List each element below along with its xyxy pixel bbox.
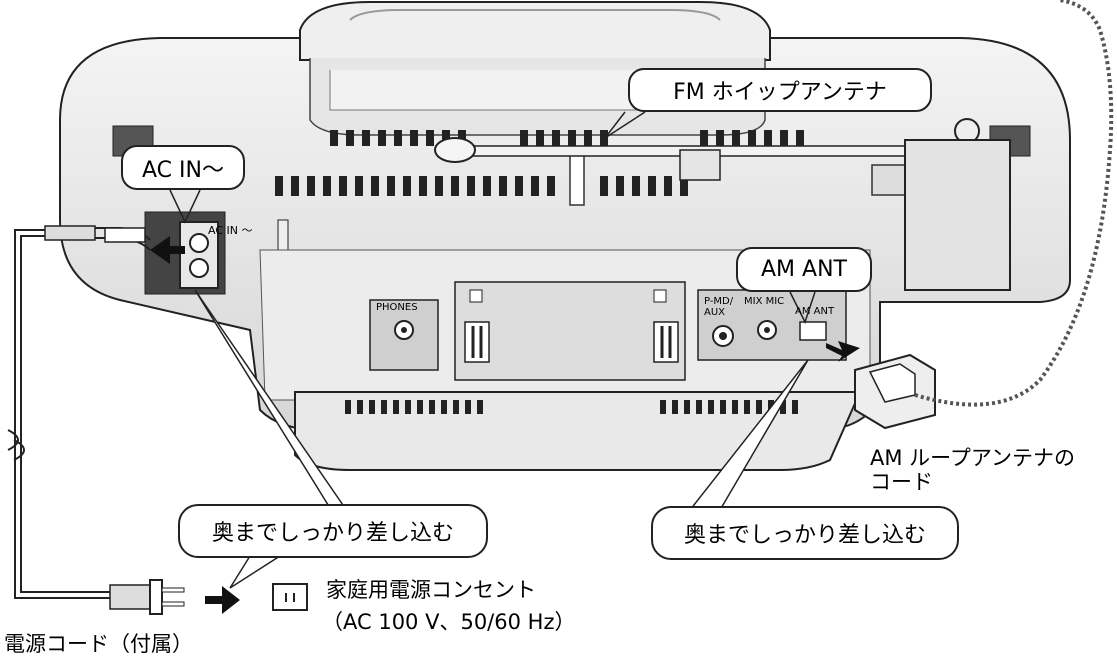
phones-label: PHONES [376,302,418,313]
am-ant-terminal [799,321,827,341]
bottom-vent-slots [345,400,798,414]
am-loop-antenna-connector [854,353,936,430]
am-ant-callout: AM ANT [736,247,872,292]
to-outlet-arrow [205,586,240,614]
ac-in-callout: AC IN～ [121,145,245,190]
outlet-spec: （AC 100 V、50/60 Hz） [322,610,576,634]
handle [299,0,771,61]
mix-mic-label: MIX MIC [744,296,785,307]
am-loop-cord-label: AM ループアンテナの コード [870,446,1075,494]
am-plug-arrow [826,341,860,362]
power-cord-label: 電源コード（付属） [4,632,193,656]
insert-fully-callout-left: 奥までしっかり差し込む [178,504,488,558]
am-loop-cord-line2: コード [870,470,933,494]
pmd-aux-label-line2: AUX [704,307,726,318]
pmd-aux-label-line1: P-MD/ [704,296,734,307]
outlet-label: 家庭用電源コンセント [326,578,536,602]
am-loop-antenna-cord [914,0,1114,407]
outlet-icon [272,583,308,611]
pmd-aux-label: P-MD/ AUX [704,296,733,318]
fm-antenna-callout: FM ホイップアンテナ [628,68,932,112]
am-ant-panel-label: AM ANT [795,306,835,317]
am-loop-cord-line1: AM ループアンテナの [870,446,1076,470]
ac-in-panel-label: AC IN ～ [208,224,253,237]
top-vent-slots [330,130,804,146]
insert-fully-callout-right: 奥までしっかり差し込む [651,506,959,560]
antenna-holder [904,139,1011,291]
middle-vent-slots [275,176,688,196]
ac-plug-arrow [150,236,185,264]
power-plug [109,579,185,615]
